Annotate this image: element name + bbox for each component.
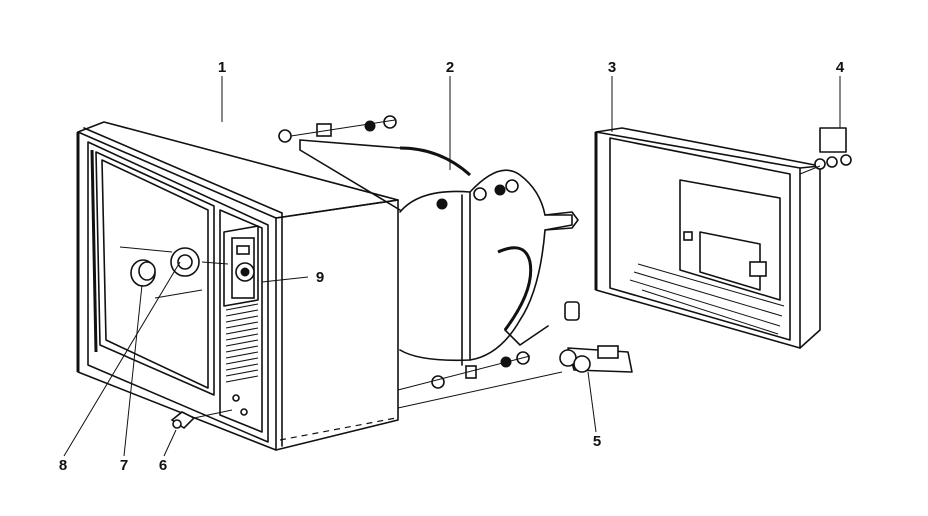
control-panel-icon xyxy=(231,237,255,299)
knob-icon xyxy=(130,259,156,287)
callout-6: 6 xyxy=(159,457,167,474)
callout-2: 2 xyxy=(446,59,454,76)
screw-icon xyxy=(170,409,233,430)
antenna-terminal-icon xyxy=(799,127,852,175)
callout-3: 3 xyxy=(608,59,616,76)
speaker-grille xyxy=(225,303,259,383)
back-cover-icon xyxy=(594,127,821,349)
vent-slots xyxy=(629,263,785,335)
plug-icon xyxy=(397,345,633,409)
callout-7: 7 xyxy=(120,457,128,474)
leader-lines xyxy=(63,76,841,457)
callout-8: 8 xyxy=(59,457,67,474)
callout-5: 5 xyxy=(593,433,601,450)
knob-icon xyxy=(170,247,200,277)
callout-9: 9 xyxy=(316,269,324,286)
callout-4: 4 xyxy=(836,59,845,76)
callout-1: 1 xyxy=(218,59,226,76)
cabinet-icon xyxy=(76,121,399,451)
picture-tube-icon xyxy=(278,115,580,391)
